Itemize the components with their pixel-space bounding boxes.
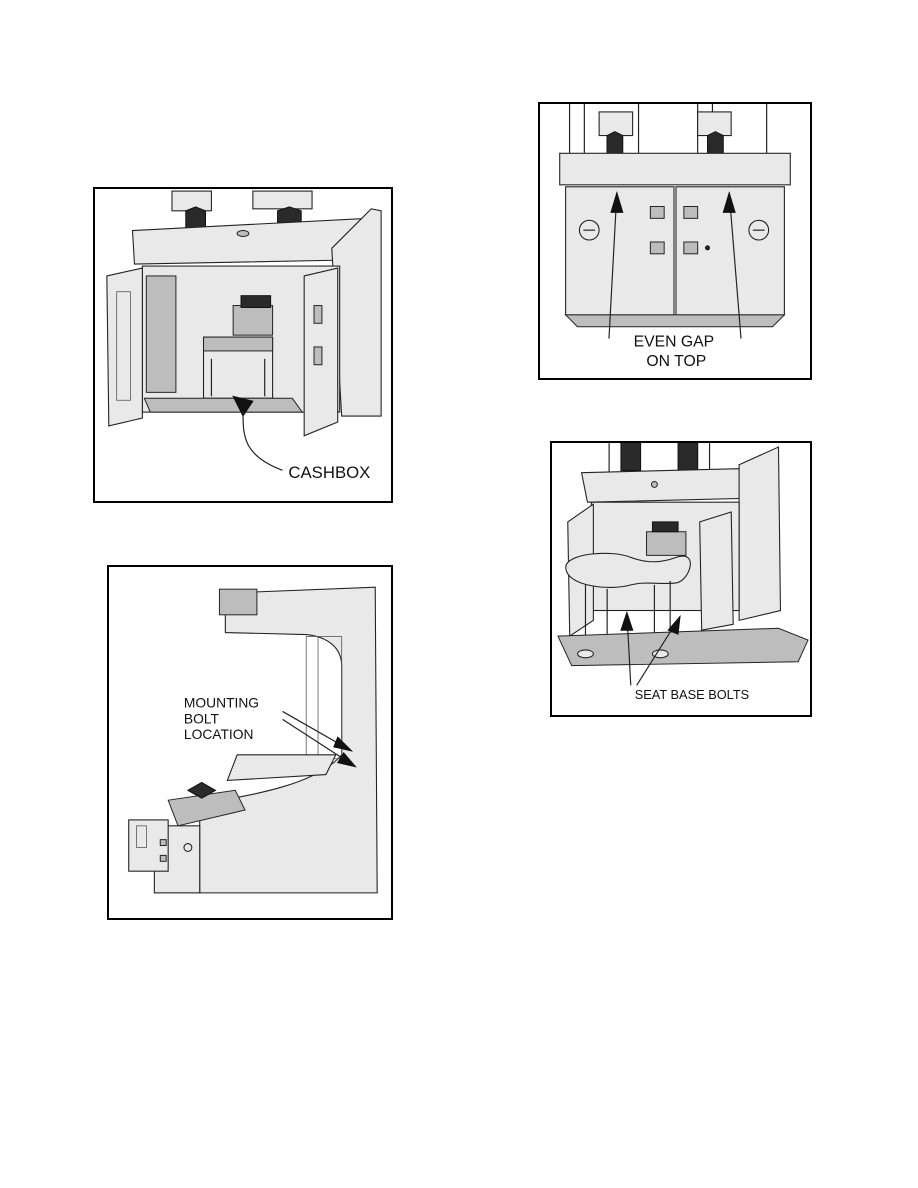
even-gap-label-2: ON TOP [646,353,706,370]
mounting-bolt-label-3: LOCATION [184,727,254,742]
mounting-bolt-label-2: BOLT [184,711,220,726]
figure-mounting-bolt: MOUNTING BOLT LOCATION [107,565,393,920]
figure-seat-base: SEAT BASE BOLTS [550,441,812,717]
figure-cashbox: CASHBOX [93,187,393,503]
cashbox-label: CASHBOX [288,463,370,482]
seat-base-drawing: SEAT BASE BOLTS [557,443,809,702]
mounting-bolt-label-1: MOUNTING [184,695,259,710]
mounting-bolt-drawing: MOUNTING BOLT LOCATION [128,586,378,894]
cashbox-drawing: CASHBOX [106,190,382,482]
figure-even-gap: EVEN GAP ON TOP [538,102,812,380]
even-gap-label-1: EVEN GAP [634,333,715,350]
seat-base-label: SEAT BASE BOLTS [635,687,750,702]
even-gap-drawing: EVEN GAP ON TOP [559,104,791,370]
